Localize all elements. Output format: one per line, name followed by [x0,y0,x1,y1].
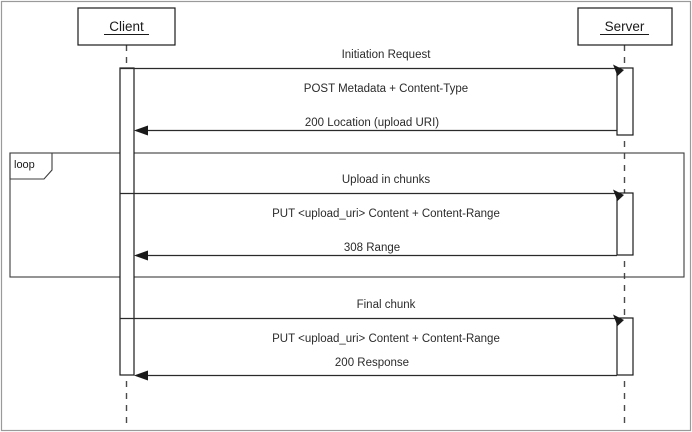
message-label-m1: Initiation Request [342,49,432,61]
actor-box-server[interactable] [577,7,673,46]
loop-fragment-tab [9,152,53,180]
server-activation-bar-1 [616,67,634,136]
message-arrowhead-m5 [613,189,624,201]
message-label-m3: 200 Location (upload URI) [305,117,439,129]
loop-fragment-label: loop [14,159,35,171]
message-label-m4: Upload in chunks [342,174,430,186]
actor-box-client[interactable] [77,7,176,46]
loop-fragment-box [9,152,685,278]
message-label-m5: PUT <upload_uri> Content + Content-Range [272,208,500,220]
message-label-m9: 200 Response [335,357,409,369]
message-label-m8: PUT <upload_uri> Content + Content-Range [272,333,500,345]
message-arrowhead-m8 [613,314,624,326]
message-label-m2: POST Metadata + Content-Type [304,83,468,95]
message-label-m7: Final chunk [357,299,416,311]
message-arrowhead-m3 [134,125,148,136]
actor-label-server: Server [605,19,645,34]
message-arrowhead-m2 [613,64,624,76]
message-arrowhead-m9 [134,370,148,381]
server-activation-bar-2 [616,192,634,256]
message-arrowhead-m6 [134,250,148,261]
client-activation-bar [119,67,135,376]
server-activation-bar-3 [616,317,634,376]
actor-label-client: Client [109,19,144,34]
message-label-m6: 308 Range [344,242,400,254]
